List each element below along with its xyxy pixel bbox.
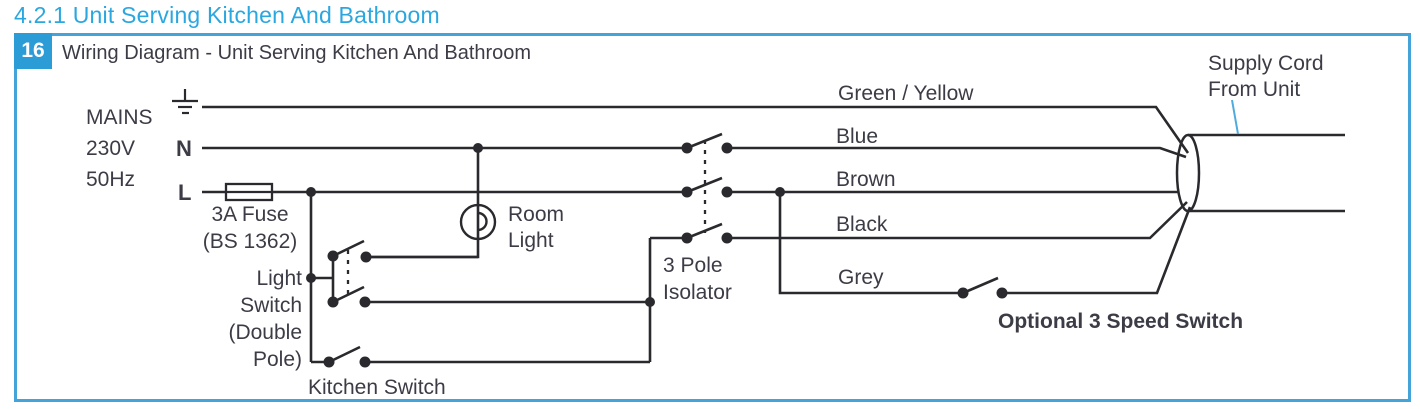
neutral-wire-label: Blue [836, 125, 879, 148]
fuse-box-icon [224, 182, 274, 202]
fuse-label-line2: (BS 1362) [202, 230, 298, 253]
light-switch-label-line4: Pole) [252, 348, 302, 371]
contact-dots [323, 142, 1008, 368]
room-light-label: Room Light [508, 202, 564, 254]
lamp-bulb-icon [459, 203, 497, 241]
section-heading: 4.2.1 Unit Serving Kitchen And Bathroom [14, 2, 440, 28]
kitchen-switch-label: Kitchen Switch [308, 376, 446, 399]
supply-cord-label-line2: From Unit [1208, 78, 1301, 101]
room-light-branch-wire [366, 148, 480, 259]
mains-label-line3: 50Hz [86, 168, 136, 191]
light-switch-label: Light Switch (Double Pole) [186, 265, 302, 373]
mains-label-line1: MAINS [86, 106, 153, 129]
figure-number-badge: 16 [14, 33, 52, 69]
speed-wire [778, 192, 1192, 295]
neutral-terminal-label: N [176, 136, 192, 161]
neutral-wire [202, 146, 1187, 159]
earth-ground-icon [172, 89, 198, 115]
earth-wire [202, 105, 1190, 154]
fuse-label-line1: 3A Fuse [211, 203, 289, 226]
live-wire-label: Brown [836, 168, 896, 191]
room-light-label-line2: Light [508, 229, 554, 252]
junction-dots [306, 143, 785, 307]
isolator-label-line2: Isolator [663, 281, 732, 304]
supply-cord-leader-line [1231, 99, 1239, 135]
isolator-label: 3 Pole Isolator [663, 252, 732, 306]
figure-frame [14, 33, 1411, 402]
cable-gland-ellipse-icon [1175, 133, 1345, 213]
earth-wire-label: Green / Yellow [838, 82, 974, 105]
isolator-label-line1: 3 Pole [663, 254, 723, 277]
figure-title: Wiring Diagram - Unit Serving Kitchen An… [62, 42, 532, 64]
live-terminal-label: L [178, 180, 192, 205]
light-switch-label-line1: Light [256, 267, 302, 290]
speed-switch-symbol [962, 276, 999, 295]
speed-switch-label: Optional 3 Speed Switch [998, 310, 1244, 333]
light-switch-symbol [309, 192, 650, 362]
light-switch-label-line2: Switch [240, 294, 302, 317]
isolator-symbol [686, 132, 723, 240]
speed-wire-label: Grey [838, 266, 884, 289]
light-switch-label-line3: (Double [228, 321, 302, 344]
switched-live-wire-label: Black [836, 213, 888, 236]
mains-label: MAINS 230V 50Hz [86, 102, 153, 195]
room-light-label-line1: Room [508, 203, 565, 226]
supply-cord-label: Supply Cord From Unit [1208, 51, 1324, 103]
supply-cord-label-line1: Supply Cord [1208, 52, 1324, 75]
fuse-label: 3A Fuse (BS 1362) [199, 201, 301, 255]
mains-label-line2: 230V [86, 137, 136, 160]
